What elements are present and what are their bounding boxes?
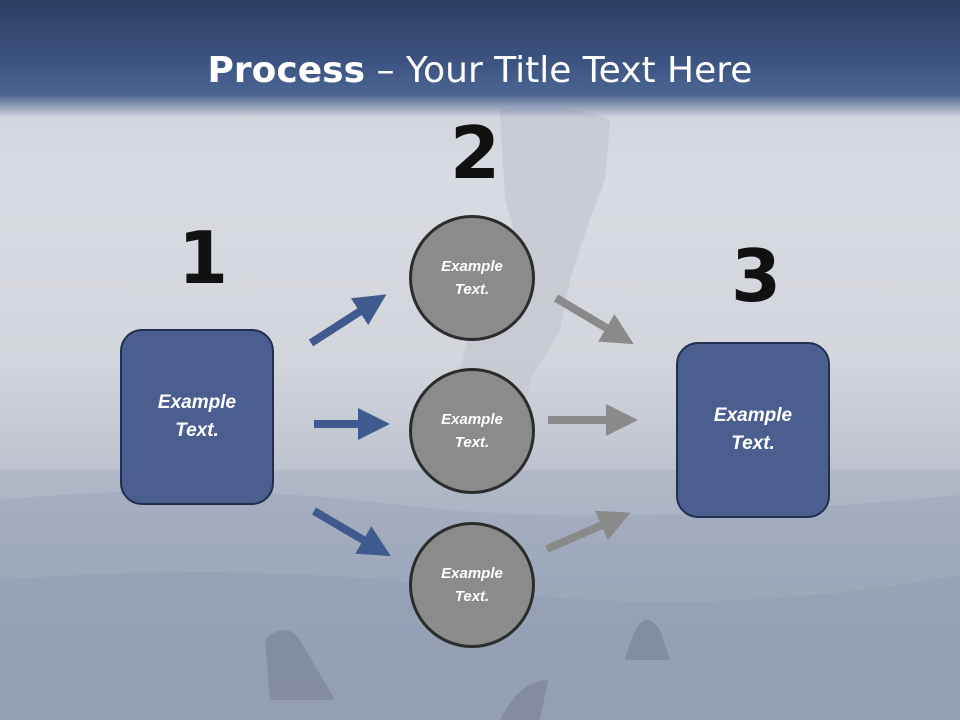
process-circle-top[interactable]: Example Text. (409, 215, 535, 341)
slide-title: Process – Your Title Text Here (0, 50, 960, 91)
process-circle-top-label: Example Text. (441, 257, 503, 298)
arrow-right-up-blue (308, 294, 387, 347)
step-box-3[interactable]: Example Text. (676, 342, 830, 518)
title-bar (0, 0, 960, 118)
process-circle-middle-label: Example Text. (441, 410, 503, 451)
title-rest: – Your Title Text Here (365, 50, 753, 91)
step-number-2: 2 (450, 111, 501, 195)
step-box-1[interactable]: Example Text. (120, 329, 274, 505)
process-circle-bottom-label: Example Text. (441, 564, 503, 605)
process-circle-middle[interactable]: Example Text. (409, 368, 535, 494)
arrow-right-down-gray (553, 294, 634, 345)
step-box-3-label: Example Text. (713, 404, 793, 455)
step-box-1-label: Example Text. (157, 391, 237, 442)
step-number-1: 1 (178, 216, 229, 300)
title-bold: Process (207, 50, 366, 91)
arrow-right-down-blue (311, 507, 391, 557)
arrow-right-up-gray (545, 510, 631, 553)
process-circle-bottom[interactable]: Example Text. (409, 522, 535, 648)
step-number-3: 3 (731, 234, 782, 318)
